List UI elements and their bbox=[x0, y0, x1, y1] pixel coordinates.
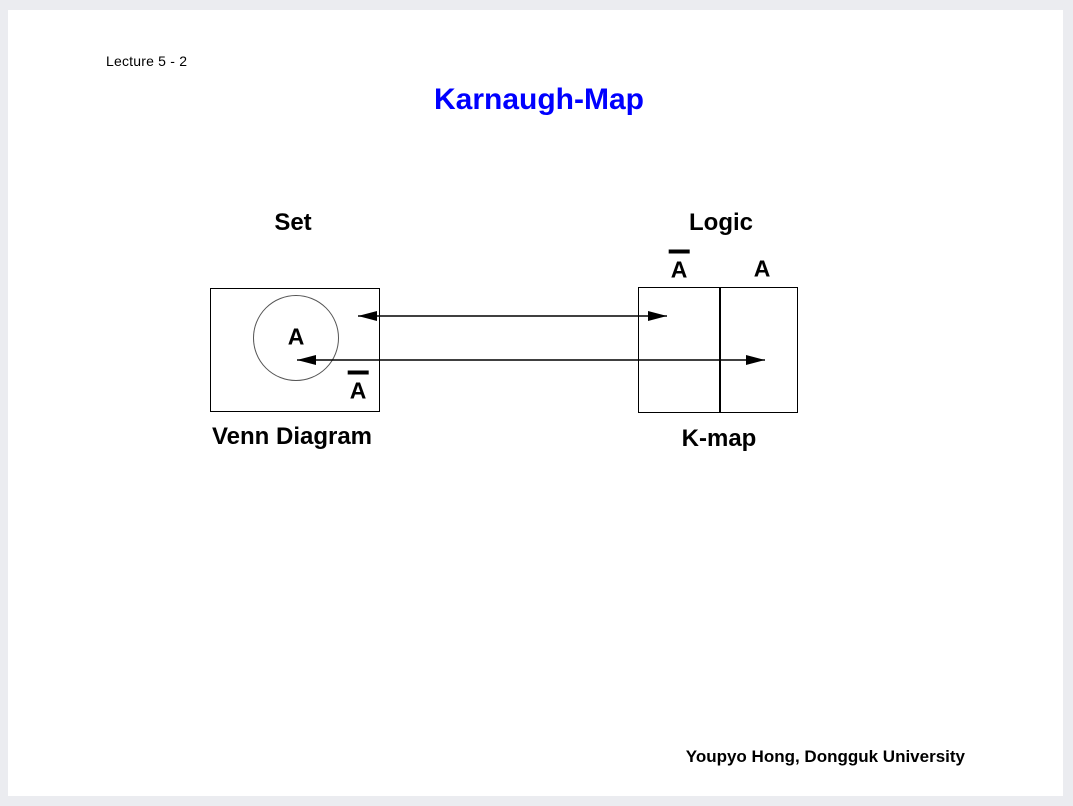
slide-title: Karnaugh-Map bbox=[434, 83, 644, 116]
logic-heading: Logic bbox=[689, 209, 753, 236]
kmap-a-column-label: A bbox=[753, 255, 771, 282]
overbar-decoration: A bbox=[668, 249, 689, 283]
kmap-cell-divider bbox=[719, 288, 721, 412]
slide-canvas bbox=[8, 10, 1063, 796]
kmap-rectangle bbox=[638, 287, 798, 413]
venn-circle-a bbox=[253, 295, 339, 381]
venn-not-a-label: A bbox=[347, 370, 368, 404]
venn-caption: Venn Diagram bbox=[211, 423, 373, 450]
kmap-caption: K-map bbox=[681, 425, 757, 452]
kmap-not-a-letter: A bbox=[670, 256, 688, 283]
venn-not-a-letter: A bbox=[349, 377, 367, 404]
author-footer: Youpyo Hong, Dongguk University bbox=[685, 747, 965, 766]
set-heading: Set bbox=[274, 209, 312, 236]
overbar-decoration: A bbox=[347, 370, 368, 404]
kmap-not-a-column-label: A bbox=[668, 249, 689, 283]
venn-a-label: A bbox=[287, 323, 305, 350]
lecture-number-label: Lecture 5 - 2 bbox=[106, 53, 188, 69]
